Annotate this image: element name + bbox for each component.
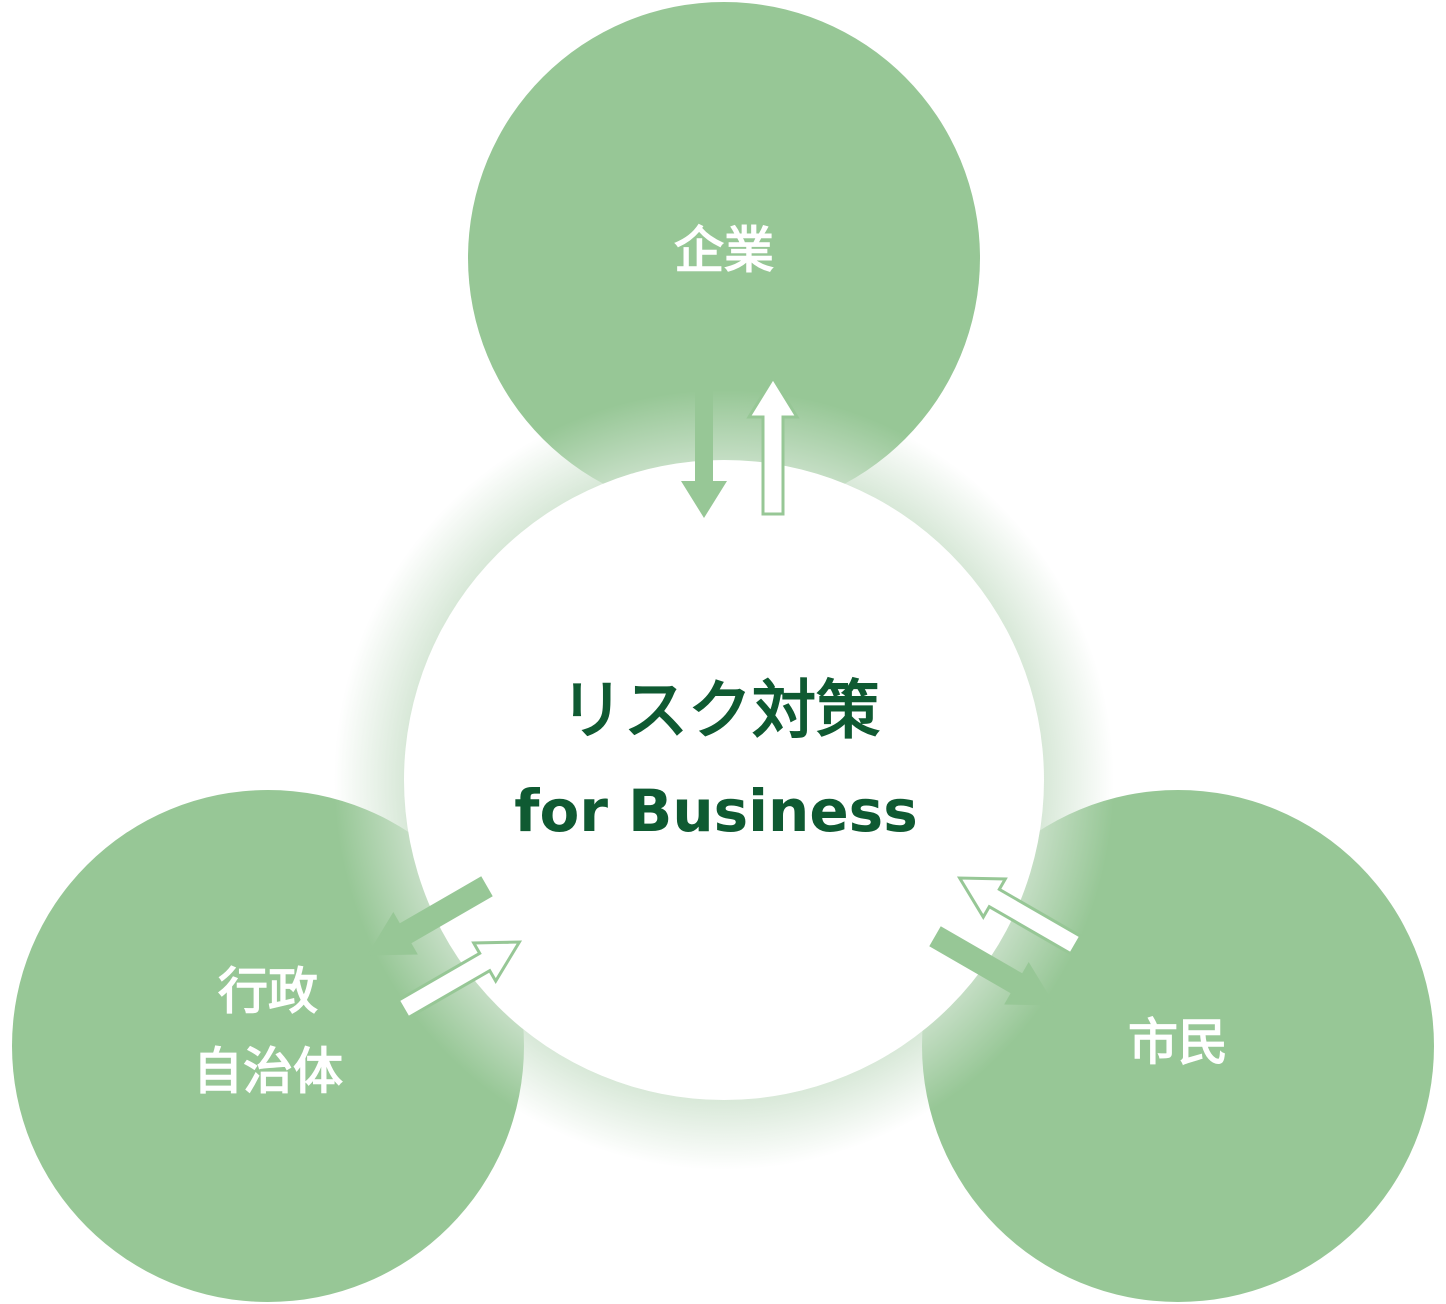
node-left-label-line2: 自治体: [193, 1043, 343, 1101]
center-circle: [404, 460, 1044, 1100]
arrow-top-up: [746, 375, 800, 516]
arrow-right-in: [956, 876, 1083, 956]
arrow-left-out: [366, 876, 493, 956]
center-subtitle: for Business: [514, 777, 917, 845]
node-left-label-line1: 行政: [218, 963, 318, 1021]
arrow-right-out: [929, 926, 1056, 1006]
node-top-label: 企業: [674, 222, 774, 280]
node-top-circle: [468, 2, 980, 514]
node-right-label: 市民: [1128, 1014, 1228, 1072]
center-title: リスク対策: [560, 675, 880, 749]
arrow-top-down: [681, 382, 727, 518]
arrow-left-in: [396, 940, 523, 1020]
